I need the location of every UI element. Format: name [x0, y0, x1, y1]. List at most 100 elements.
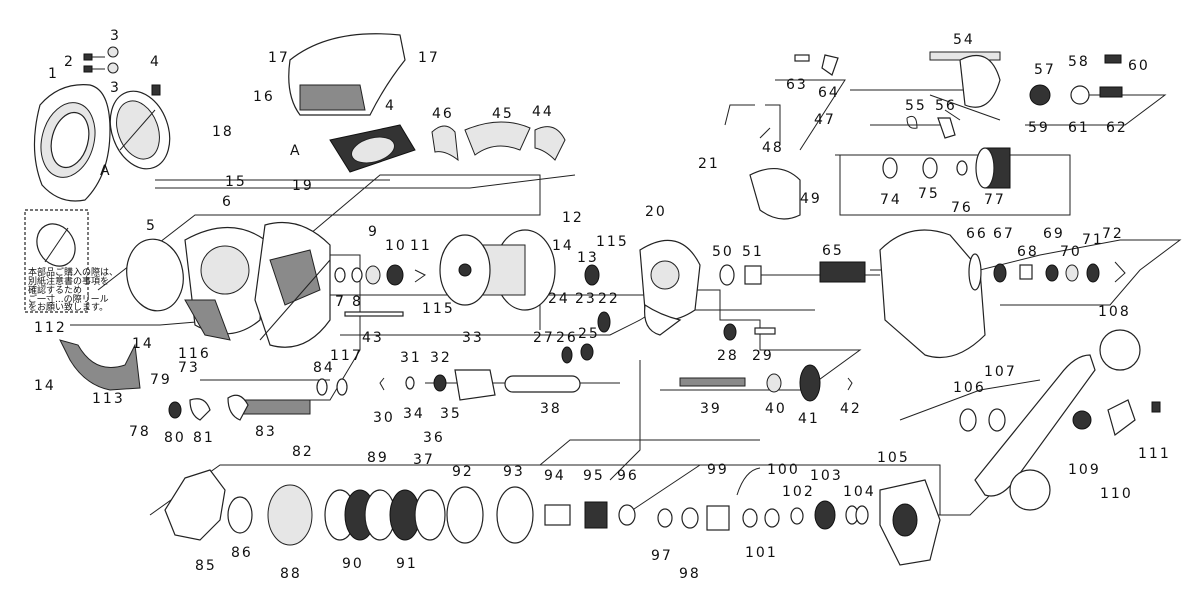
label-22: 22: [598, 291, 620, 307]
label-57: 57: [1034, 62, 1056, 78]
label-23: 23: [575, 291, 597, 307]
label-45: 45: [492, 106, 514, 122]
part-57-cover: [959, 55, 1001, 108]
label-9: 9: [368, 224, 379, 240]
part-22-gear: [597, 311, 611, 333]
part-29-pin: [754, 327, 776, 335]
part-102-washer: [790, 507, 804, 525]
part-28-gear: [723, 323, 737, 341]
label-2: 2: [64, 54, 75, 70]
label-98: 98: [679, 566, 701, 582]
label-111: 111: [1138, 446, 1171, 462]
part-75-washer: [922, 157, 938, 179]
part-1-side-cover: [33, 84, 111, 202]
part-101-washer-a: [742, 508, 758, 528]
label-70: 70: [1060, 244, 1082, 260]
part-11-clip: [414, 269, 426, 283]
label-114: 14: [34, 378, 56, 394]
notice-box: 本部品ご購入の際は、 別紙注意書の事項を 確認するため ご一寸...の際リール …: [24, 209, 118, 313]
part-103-nut: [814, 500, 836, 530]
part-44-pad: [534, 126, 566, 161]
part-107-washer: [988, 408, 1006, 432]
label-8: 8: [352, 294, 363, 310]
part-94-sleeve: [544, 504, 571, 526]
label-113: 113: [92, 391, 125, 407]
label-58: 58: [1068, 54, 1090, 70]
label-13: 13: [577, 250, 599, 266]
label-36: 36: [423, 430, 445, 446]
label-99: 99: [707, 462, 729, 478]
part-117-ring: [336, 378, 348, 396]
label-67: 67: [993, 226, 1015, 242]
part-101-washer-b: [764, 508, 780, 528]
label-79: 79: [150, 372, 172, 388]
part-60-screw: [1104, 54, 1122, 64]
part-4-cover-plate: [109, 84, 171, 170]
label-48: 48: [762, 140, 784, 156]
label-63: 63: [786, 77, 808, 93]
part-42-clip: [847, 377, 853, 391]
part-55-spring: [906, 115, 918, 129]
label-27: 27: [533, 330, 555, 346]
part-12-spool: [439, 229, 556, 311]
label-106: 106: [953, 380, 986, 396]
label-89: 89: [367, 450, 389, 466]
part-59-washer: [1029, 84, 1051, 106]
label-4b: 4: [385, 98, 396, 114]
label-10: 10: [385, 238, 407, 254]
part-97-washer: [657, 508, 673, 528]
part-10-bearing: [386, 264, 404, 286]
part-5-o-ring: [126, 238, 184, 312]
notice-line-1: 本部品ご購入の際は、: [28, 266, 118, 278]
label-115a: 115: [596, 234, 629, 250]
label-39: 39: [700, 401, 722, 417]
label-17b: 17: [418, 50, 440, 66]
label-96: 96: [617, 468, 639, 484]
part-81-plate: [189, 398, 211, 421]
part-106-washer: [959, 408, 977, 432]
part-45-pad: [464, 121, 531, 156]
part-96-washer: [618, 504, 636, 526]
label-37: 37: [413, 452, 435, 468]
notice-line-4: ご一寸...の際リール: [28, 293, 109, 305]
label-102: 102: [782, 484, 815, 500]
part-70-washer: [1065, 264, 1079, 282]
label-66: 66: [966, 226, 988, 242]
part-66-gear: [968, 253, 982, 291]
label-55: 55: [905, 98, 927, 114]
label-1: 1: [48, 66, 59, 82]
label-101: 101: [745, 545, 778, 561]
label-91: 91: [396, 556, 418, 572]
label-65: 65: [822, 243, 844, 259]
part-51-collar: [744, 265, 762, 285]
label-80: 80: [164, 430, 186, 446]
label-83: 83: [255, 424, 277, 440]
label-47: 47: [814, 112, 836, 128]
label-103: 103: [810, 468, 843, 484]
part-8-washer: [351, 267, 363, 283]
label-61: 61: [1068, 120, 1090, 136]
label-28: 28: [717, 348, 739, 364]
label-5: 5: [146, 218, 157, 234]
label-15: 15: [225, 174, 247, 190]
part-65-pinion: [819, 261, 866, 283]
part-50-bearing: [719, 264, 735, 286]
label-20: 20: [645, 204, 667, 220]
part-95-bearing: [584, 501, 608, 529]
part-68-collar: [1019, 264, 1033, 280]
label-109: 109: [1068, 462, 1101, 478]
part-100-spring: [736, 467, 761, 496]
label-78: 78: [129, 424, 151, 440]
part-32-bearing: [433, 374, 447, 392]
notice-line-2: 別紙注意書の事項を: [28, 275, 109, 287]
label-82: 82: [292, 444, 314, 460]
label-115b: 115: [422, 301, 455, 317]
label-92: 92: [452, 464, 474, 480]
label-19: 19: [292, 178, 314, 194]
label-50: 50: [712, 244, 734, 260]
part-56-lever: [937, 117, 956, 139]
label-59: 59: [1028, 120, 1050, 136]
part-43-shaft: [344, 311, 404, 317]
part-85-star-drag: [164, 469, 226, 541]
